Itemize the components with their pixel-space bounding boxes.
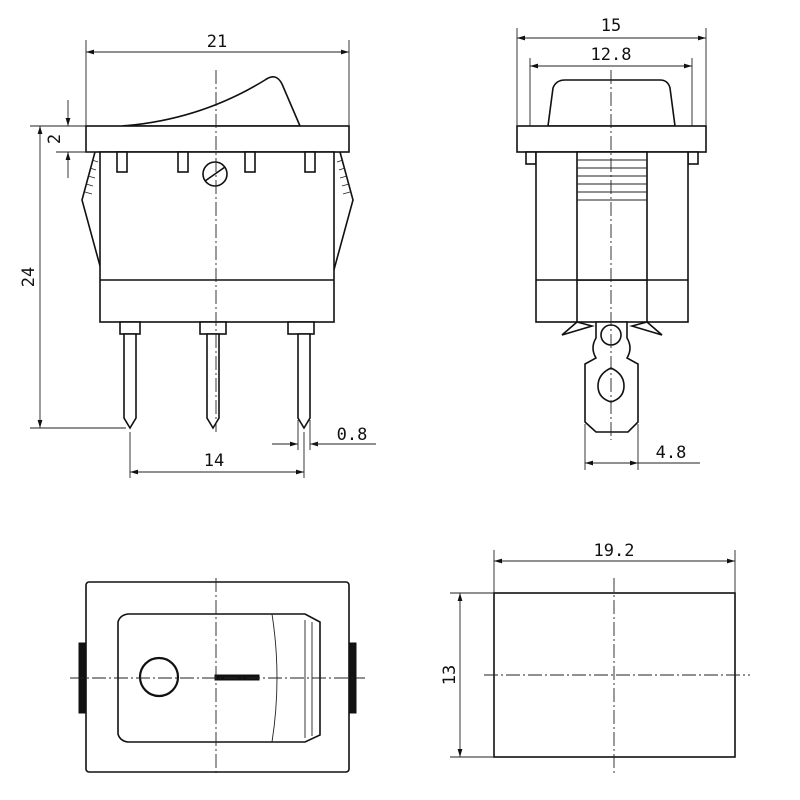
dim-pin-pitch: 14 [204,451,224,471]
dim-rocker-height: 2 [45,134,65,144]
dim-rocker-width: 12.8 [591,45,632,65]
dim-front-width: 21 [207,32,227,52]
off-circle-icon [138,656,180,698]
side-view-dimensions: 15 12.8 4.8 [516,16,707,470]
dim-total-height: 24 [19,267,39,287]
dim-side-width: 15 [601,16,621,36]
dim-pin-width: 0.8 [337,425,368,445]
front-view [81,70,354,432]
dim-cutout-width: 19.2 [594,541,635,561]
top-view [70,578,365,776]
dim-terminal-width: 4.8 [656,443,687,463]
on-bar-icon [214,674,260,681]
dim-cutout-height: 13 [440,665,460,685]
front-view-dimensions: 21 2 24 14 0.8 [19,32,376,478]
panel-cutout-view: 19.2 13 [440,541,750,773]
side-view [516,70,707,440]
